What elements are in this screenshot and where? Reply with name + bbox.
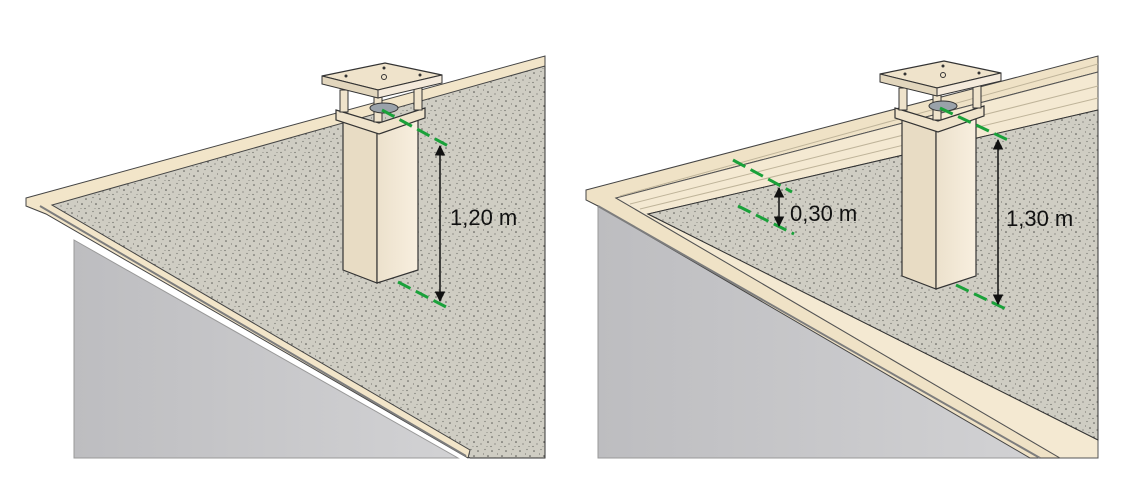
left-dimension-label: 1,20 m xyxy=(450,205,517,230)
right-panel: 0,30 m 1,30 m xyxy=(585,55,1099,459)
right-chimney-guide-bottom xyxy=(955,283,1011,313)
right-parapet-guide-bottom xyxy=(737,204,795,236)
right-chimney-dimension-label: 1,30 m xyxy=(1006,206,1073,231)
right-chimney-guide-top xyxy=(939,106,1009,142)
left-panel: 1,20 m xyxy=(25,55,546,459)
right-chimney xyxy=(879,60,1002,290)
left-building-wall xyxy=(73,239,460,459)
left-chimney xyxy=(321,62,443,284)
right-parapet-guide-top xyxy=(732,158,793,194)
right-roof-surface xyxy=(646,109,1099,441)
right-parapet-dimension-label: 0,30 m xyxy=(790,201,857,226)
left-roof-trim xyxy=(25,55,546,459)
left-guide-top xyxy=(381,108,451,149)
left-guide-bottom xyxy=(397,280,451,311)
